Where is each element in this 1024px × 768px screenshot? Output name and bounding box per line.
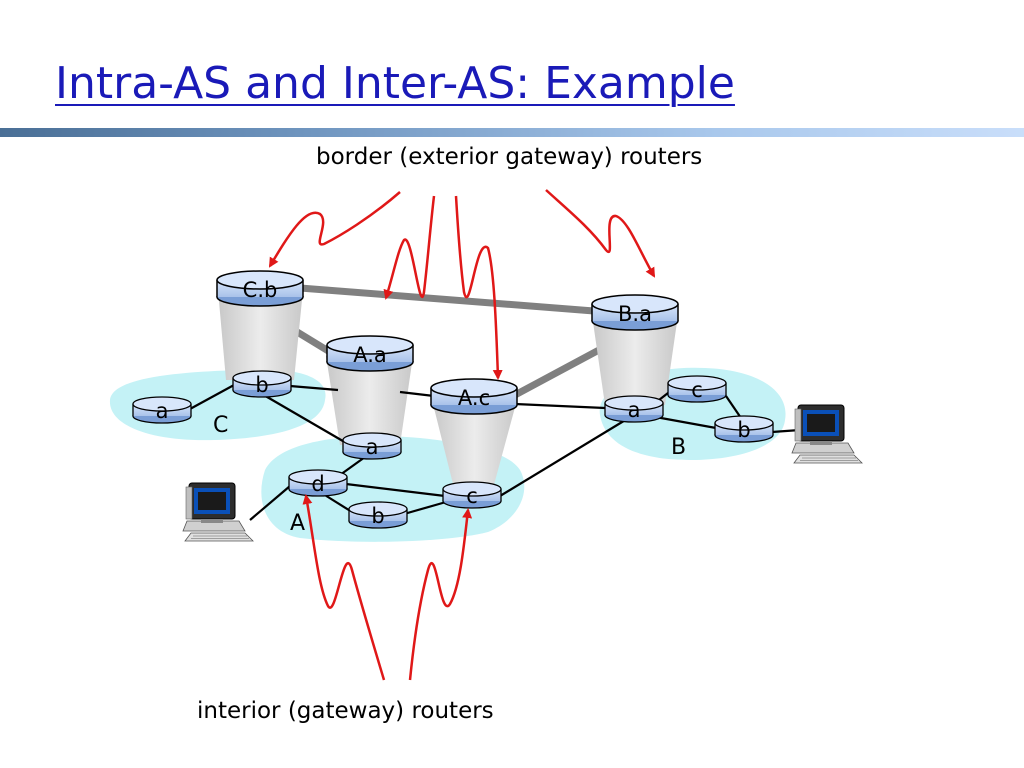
as-label-b: B bbox=[671, 435, 686, 460]
router-label: A.a bbox=[353, 343, 387, 367]
title-divider bbox=[0, 128, 1024, 137]
router-label: b bbox=[737, 418, 750, 442]
router-a-a: a bbox=[342, 432, 402, 460]
router-label: a bbox=[628, 398, 641, 422]
router-b-c: c bbox=[667, 375, 727, 403]
border-routers-caption: border (exterior gateway) routers bbox=[316, 144, 702, 170]
router-label: c bbox=[691, 378, 703, 402]
router-c-b-border: C.b bbox=[216, 270, 304, 307]
interior-arrows bbox=[302, 494, 473, 681]
router-label: C.b bbox=[243, 278, 278, 302]
as-label-a: A bbox=[290, 511, 305, 536]
border-arrows bbox=[268, 189, 656, 380]
router-label: b bbox=[371, 504, 384, 528]
router-b-b: b bbox=[714, 415, 774, 443]
router-c-b: b bbox=[232, 370, 292, 398]
router-a-c-border: A.c bbox=[430, 378, 518, 415]
router-a-d: d bbox=[288, 469, 348, 497]
router-label: a bbox=[156, 399, 169, 423]
router-label: B.a bbox=[618, 302, 652, 326]
router-label: A.c bbox=[458, 386, 490, 410]
router-a-c: c bbox=[442, 481, 502, 509]
router-a-b: b bbox=[348, 501, 408, 529]
router-a-a-border: A.a bbox=[326, 335, 414, 372]
router-label: d bbox=[311, 472, 324, 496]
router-label: c bbox=[466, 484, 478, 508]
router-label: b bbox=[255, 373, 268, 397]
host-right-computer-icon bbox=[791, 404, 863, 464]
router-label: a bbox=[366, 435, 379, 459]
border-columns bbox=[218, 290, 678, 492]
host-left-computer-icon bbox=[182, 482, 254, 542]
router-b-a: a bbox=[604, 395, 664, 423]
interior-routers-caption: interior (gateway) routers bbox=[197, 698, 494, 724]
slide-title: Intra-AS and Inter-AS: Example bbox=[55, 58, 735, 109]
router-b-a-border: B.a bbox=[591, 294, 679, 331]
as-label-c: C bbox=[213, 413, 228, 438]
router-c-a: a bbox=[132, 396, 192, 424]
